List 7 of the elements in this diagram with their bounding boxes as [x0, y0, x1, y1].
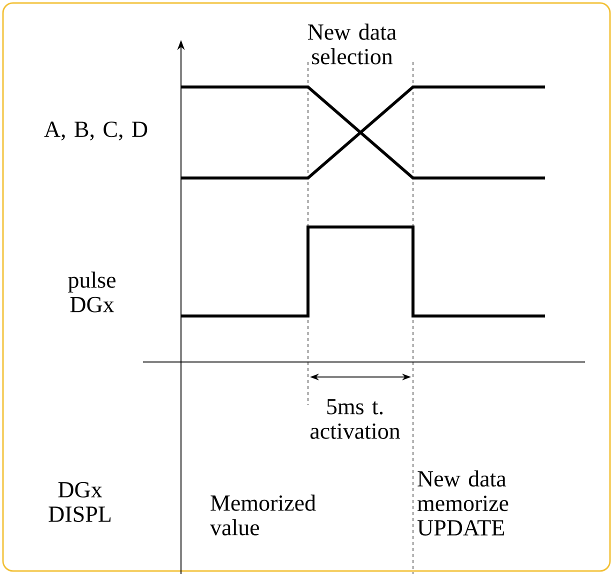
- signal-label: DGx DISPL: [48, 482, 111, 522]
- state-label: New data memorize UPDATE: [418, 470, 508, 536]
- dimension-label: 5ms t. activation: [310, 399, 400, 439]
- signal-label: A, B, C, D: [44, 122, 148, 140]
- signal-label: pulse DGx: [68, 272, 116, 312]
- annotation-text: New data selection: [308, 24, 396, 64]
- state-label: Memorized value: [210, 494, 316, 536]
